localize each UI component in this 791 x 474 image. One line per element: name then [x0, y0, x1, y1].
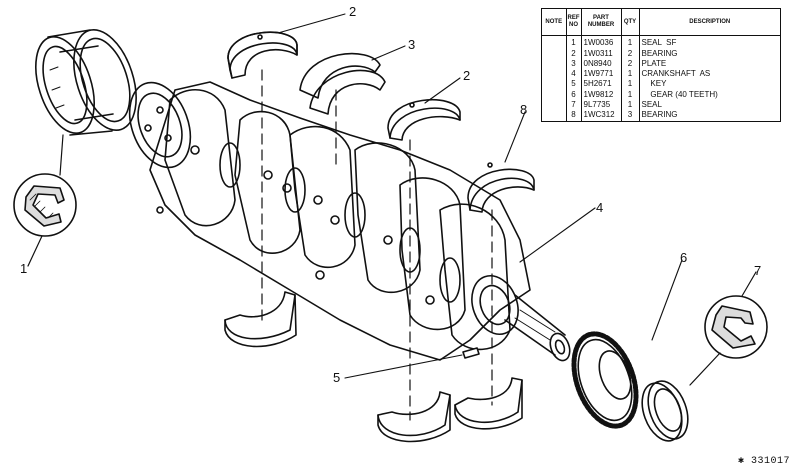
- header-description: DESCRIPTION: [639, 9, 780, 36]
- plate-3: [299, 52, 386, 115]
- part-number-cell: 1W0036: [581, 35, 622, 51]
- callout-3: 3: [408, 37, 415, 52]
- ref-no-cell: 7: [566, 100, 582, 111]
- callout-4: 4: [596, 200, 603, 215]
- description-cell: BEARING: [641, 109, 678, 119]
- ref-no-cell: 8: [566, 110, 582, 121]
- part-number-cell: 1W9771: [581, 70, 622, 81]
- callout-2-middle: 2: [463, 68, 470, 83]
- part-number-cell: 0N8940: [581, 60, 622, 71]
- callout-6: 6: [680, 250, 687, 265]
- note-cell: [542, 70, 567, 81]
- description-cell: SEAL SF: [641, 38, 677, 47]
- alignment-lines: [261, 69, 493, 421]
- rear-seal-ring: [641, 380, 689, 442]
- description-cell: PLATE: [641, 59, 667, 69]
- ref-no-cell: 5: [566, 80, 582, 91]
- qty-cell: 2: [621, 60, 640, 71]
- rear-seal-cross-section: [689, 271, 768, 386]
- header-part-number: PART NUMBER: [581, 9, 622, 36]
- upper-bearing-8: [467, 162, 535, 213]
- key: [462, 347, 480, 359]
- note-cell: [542, 80, 567, 91]
- callout-8: 8: [520, 102, 527, 117]
- callouts: 1 2 3 2 8 4 5 6 7: [20, 4, 761, 385]
- note-cell: [542, 90, 567, 101]
- upper-bearing-2b: [387, 99, 461, 141]
- qty-cell: 1: [621, 90, 640, 101]
- front-seal-ring: [35, 28, 137, 136]
- part-number-cell: 1W0311: [581, 50, 622, 61]
- header-qty: QTY: [621, 9, 640, 36]
- note-cell: [542, 50, 567, 61]
- leader-lines: [277, 13, 683, 379]
- qty-cell: 3: [621, 110, 640, 121]
- qty-cell: 1: [621, 100, 640, 111]
- callout-5: 5: [333, 370, 340, 385]
- qty-cell: 1: [621, 80, 640, 91]
- parts-table-header: NOTE REF NO PART NUMBER QTY DESCRIPTION: [542, 9, 780, 36]
- note-cell: [542, 110, 567, 121]
- lower-bearing-center-left: [377, 391, 451, 443]
- lower-bearing-left: [224, 291, 297, 348]
- front-seal-cross-section: [13, 134, 77, 267]
- description-cell: GEAR (40 TEETH): [641, 89, 718, 99]
- drawing-number: ✱ 331017: [738, 456, 791, 467]
- description-cell: CRANKSHAFT AS: [641, 69, 711, 79]
- ref-no-cell: 4: [566, 70, 582, 81]
- note-cell: [542, 100, 567, 111]
- upper-bearing-2a: [227, 31, 298, 79]
- qty-cell: 1: [621, 35, 640, 51]
- qty-cell: 2: [621, 50, 640, 61]
- header-ref-no: REF NO: [566, 9, 582, 36]
- note-cell: [542, 35, 567, 51]
- crankshaft: [128, 81, 571, 362]
- callout-2-upper: 2: [349, 4, 356, 19]
- callout-7: 7: [754, 263, 761, 278]
- ref-no-cell: 1: [566, 35, 582, 51]
- qty-cell: 1: [621, 70, 640, 81]
- parts-list-table: NOTE REF NO PART NUMBER QTY DESCRIPTION …: [541, 8, 781, 122]
- description-cell: SEAL: [641, 99, 662, 109]
- lower-bearing-center-right: [454, 377, 523, 430]
- callout-1: 1: [20, 261, 27, 276]
- description-cell: KEY: [641, 79, 667, 89]
- ref-no-cell: 6: [566, 90, 582, 101]
- note-cell: [542, 60, 567, 71]
- crankshaft-gear: [571, 331, 639, 429]
- part-number-cell: 1W9812: [581, 90, 622, 101]
- header-note: NOTE: [542, 9, 567, 36]
- part-number-cell: 9L7735: [581, 100, 622, 111]
- ref-no-cell: 2: [566, 50, 582, 61]
- part-number-cell: 1WC312: [581, 110, 622, 121]
- description-cell: BEARING: [641, 49, 678, 59]
- part-number-cell: 5H2671: [581, 80, 622, 91]
- ref-no-cell: 3: [566, 60, 582, 71]
